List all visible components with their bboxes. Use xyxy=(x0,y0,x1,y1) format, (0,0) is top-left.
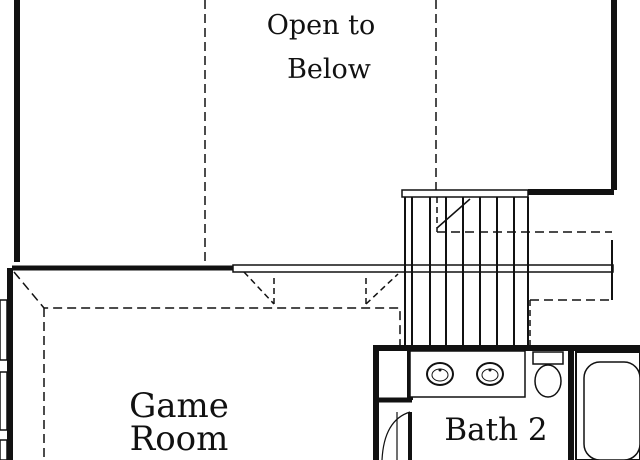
game-room-label-line2: Room xyxy=(130,419,229,459)
window xyxy=(0,299,8,361)
toilet-tank xyxy=(532,351,564,365)
game-room-label-line1: Game xyxy=(129,386,229,426)
dashed-line xyxy=(243,271,275,305)
rail-ledge xyxy=(232,264,614,273)
stair-treads xyxy=(429,197,529,345)
open-to-below-area: Open to Below xyxy=(14,0,617,268)
sink-icon xyxy=(426,362,454,386)
toilet-bowl xyxy=(534,364,562,398)
door-arc xyxy=(381,411,411,460)
sink-drain xyxy=(438,368,442,372)
stair-landing-rail xyxy=(401,189,529,198)
guard-rail xyxy=(12,240,614,300)
tub-inner xyxy=(583,361,640,460)
dashed-line xyxy=(365,273,399,305)
bath-2: Bath 2 xyxy=(373,345,640,460)
staircase xyxy=(401,189,614,345)
toilet-icon xyxy=(532,351,564,398)
ceiling-dashed-outline xyxy=(13,271,401,345)
window xyxy=(0,439,8,460)
bathtub-icon xyxy=(575,351,640,460)
stair-break-line xyxy=(436,198,471,229)
bath-2-label: Bath 2 xyxy=(444,412,547,448)
sink-drain xyxy=(488,368,492,372)
open-to-below-label-line1: Open to xyxy=(267,10,375,41)
open-to-below-label-line2: Below xyxy=(287,54,371,85)
sink-icon xyxy=(476,362,504,386)
window xyxy=(0,371,8,431)
game-room: Game Room xyxy=(0,268,401,460)
